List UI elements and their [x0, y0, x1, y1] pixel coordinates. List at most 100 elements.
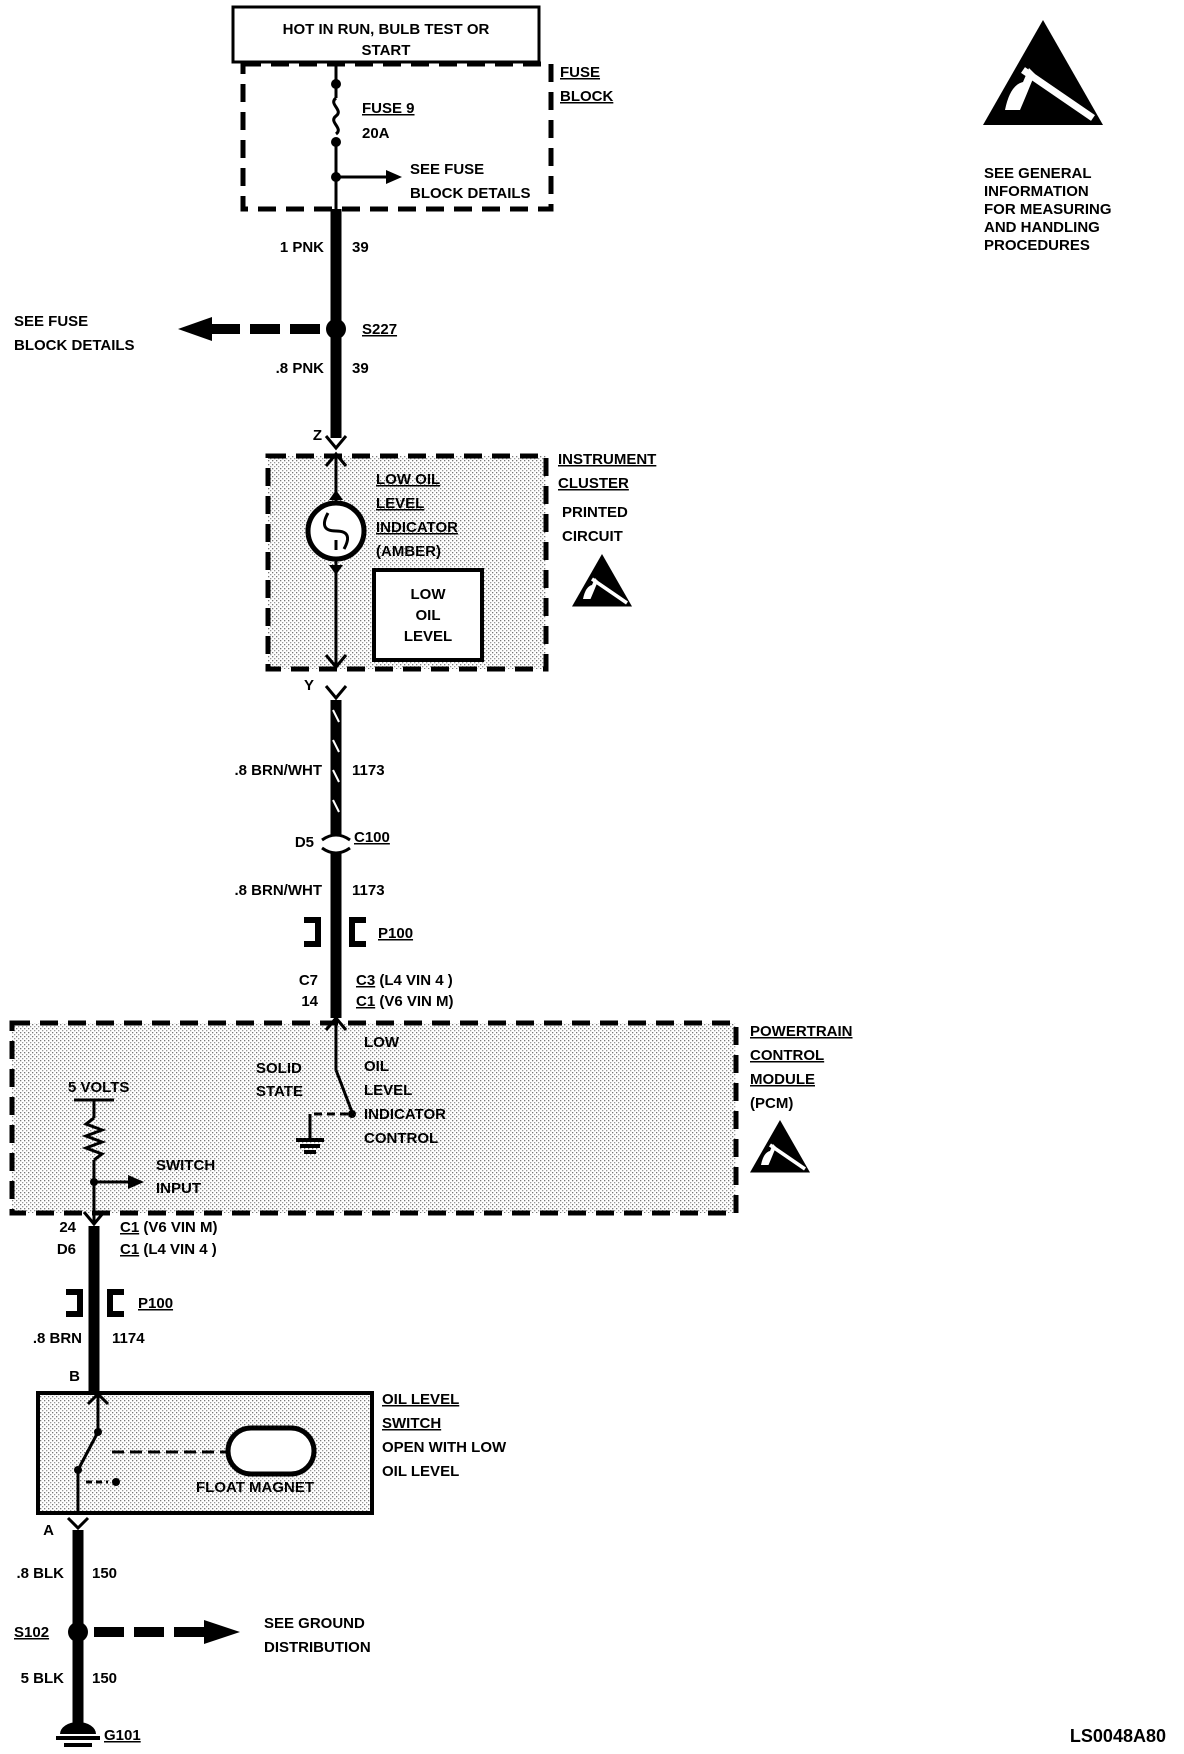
esd-note-line2: INFORMATION [984, 183, 1089, 200]
switch-label3: OPEN WITH LOW [382, 1439, 507, 1456]
pcm-label4: (PCM) [750, 1095, 793, 1112]
fuse-rating: 20A [362, 125, 390, 142]
switch-pin-b: B [69, 1368, 80, 1385]
wire4-circuit: 1173 [352, 882, 385, 899]
splice-s102: S102 SEE GROUND DISTRIBUTION [14, 1615, 371, 1656]
arrow-right-icon [128, 1175, 144, 1189]
powertrain-control-module: SOLID STATE LOW OIL LEVEL INDICATOR CONT… [9, 1015, 853, 1227]
arrow-left-icon [178, 317, 212, 341]
wire1-gauge-color: 1 PNK [280, 239, 324, 256]
cluster-label4: CIRCUIT [562, 528, 623, 545]
display-line3: LEVEL [404, 628, 452, 645]
esd-warning-icon [983, 20, 1103, 125]
wire1-circuit: 39 [352, 239, 369, 256]
passthrough-p100-lower: P100 [66, 1289, 173, 1317]
pcm-ctrl3: LEVEL [364, 1082, 412, 1099]
lamp-label3: INDICATOR [376, 519, 458, 536]
display-line2: OIL [416, 607, 441, 624]
pcm-solid-state2: STATE [256, 1083, 303, 1100]
switch-pin-a: A [43, 1522, 54, 1539]
pcm-bottom-connector-c1b: C1 (L4 VIN 4 ) [120, 1241, 217, 1258]
pcm-bottom-connector-c1a: C1 (V6 VIN M) [120, 1219, 218, 1236]
esd-note-line1: SEE GENERAL [984, 165, 1092, 182]
pcm-switch-input2: INPUT [156, 1180, 201, 1197]
connector-c100: D5 C100 [295, 829, 390, 855]
esd-note-line5: PROCEDURES [984, 237, 1090, 254]
pcm-top-c1: C1 [356, 993, 375, 1010]
pcm-bottom-pin1: 24 [59, 1219, 76, 1236]
cluster-label3: PRINTED [562, 504, 628, 521]
splice-s227: S227 SEE FUSE BLOCK DETAILS [14, 313, 397, 354]
pcm-top-connector-c1: C1 (V6 VIN M) [356, 993, 454, 1010]
power-source-line1: HOT IN RUN, BULB TEST OR [283, 21, 490, 38]
pcm-5-volts: 5 VOLTS [68, 1079, 129, 1096]
pcm-top-connector-c3: C3 (L4 VIN 4 ) [356, 972, 453, 989]
wire2-gauge-color: .8 PNK [276, 360, 325, 377]
cluster-esd-icon [570, 552, 634, 609]
instrument-cluster: Z LOW OIL LEVEL INDICATOR (AMBER) LOW OI… [265, 427, 656, 701]
arrow-right-icon [204, 1620, 240, 1644]
arrow-right-icon [386, 170, 402, 184]
fuse-name: FUSE 9 [362, 100, 415, 117]
lamp-label1: LOW OIL [376, 471, 440, 488]
wire7-gauge-color: 5 BLK [21, 1670, 65, 1687]
low-oil-level-display [372, 568, 484, 662]
wire6-circuit: 150 [92, 1565, 117, 1582]
oil-level-switch: B FLOAT MAGNET A OIL LEVEL SWITCH OPEN W… [36, 1368, 507, 1539]
wire2-circuit: 39 [352, 360, 369, 377]
wire5-gauge-color: .8 BRN [33, 1330, 82, 1347]
cluster-pin-y: Y [304, 677, 314, 694]
splice-s227-name: S227 [362, 321, 397, 338]
pcm-top-c3-text: (L4 VIN 4 ) [375, 972, 453, 989]
ground-name: G101 [104, 1727, 141, 1744]
fuse-icon [332, 96, 340, 136]
pcm-top-c3: C3 [356, 972, 375, 989]
ground-g101: G101 [56, 1722, 141, 1747]
pcm-ctrl1: LOW [364, 1034, 400, 1051]
s227-see-line2: BLOCK DETAILS [14, 337, 135, 354]
wire5-circuit: 1174 [112, 1330, 145, 1347]
pcm-ctrl5: CONTROL [364, 1130, 438, 1147]
pcm-ctrl4: INDICATOR [364, 1106, 446, 1123]
pcm-ctrl2: OIL [364, 1058, 389, 1075]
pcm-top-c1-text: (V6 VIN M) [375, 993, 453, 1010]
pcm-label3: MODULE [750, 1071, 815, 1088]
pcm-bottom-c1a: C1 [120, 1219, 139, 1236]
p100-upper-name: P100 [378, 925, 413, 942]
float-magnet-label: FLOAT MAGNET [196, 1479, 314, 1496]
float-magnet-icon [225, 1425, 317, 1477]
resistor-icon [81, 1116, 107, 1162]
fuse-block: FUSE 9 20A SEE FUSE BLOCK DETAILS FUSE B… [240, 61, 613, 212]
wire7-circuit: 150 [92, 1670, 117, 1687]
esd-warning: SEE GENERAL INFORMATION FOR MEASURING AN… [983, 20, 1112, 254]
s102-see-line1: SEE GROUND [264, 1615, 365, 1632]
power-source-box: HOT IN RUN, BULB TEST OR START [231, 5, 541, 64]
figure-id: LS0048A80 [1070, 1726, 1166, 1746]
c100-name: C100 [354, 829, 390, 846]
wire6-gauge-color: .8 BLK [16, 1565, 64, 1582]
esd-note-line3: FOR MEASURING [984, 201, 1112, 218]
pcm-switch-input1: SWITCH [156, 1157, 215, 1174]
fuse-block-label2: BLOCK [560, 88, 613, 105]
wire3-gauge-color: .8 BRN/WHT [235, 762, 323, 779]
ground-icon [56, 1722, 100, 1747]
cluster-label2: CLUSTER [558, 475, 629, 492]
fuse-block-label1: FUSE [560, 64, 600, 81]
passthrough-p100-upper: P100 [304, 917, 413, 947]
c100-pin: D5 [295, 834, 314, 851]
fuse-see-line2: BLOCK DETAILS [410, 185, 531, 202]
cluster-pin-z: Z [313, 427, 322, 444]
pcm-label2: CONTROL [750, 1047, 824, 1064]
pcm-solid-state1: SOLID [256, 1060, 302, 1077]
switch-label2: SWITCH [382, 1415, 441, 1432]
ground-icon-internal [296, 1138, 324, 1154]
power-source-line2: START [362, 42, 411, 59]
pcm-bottom-c1a-text: (V6 VIN M) [139, 1219, 217, 1236]
lamp-label2: LEVEL [376, 495, 424, 512]
s102-see-line2: DISTRIBUTION [264, 1639, 371, 1656]
display-line1: LOW [411, 586, 447, 603]
switch-label4: OIL LEVEL [382, 1463, 459, 1480]
lamp-label4: (AMBER) [376, 543, 441, 560]
pcm-top-pin2: 14 [301, 993, 318, 1010]
